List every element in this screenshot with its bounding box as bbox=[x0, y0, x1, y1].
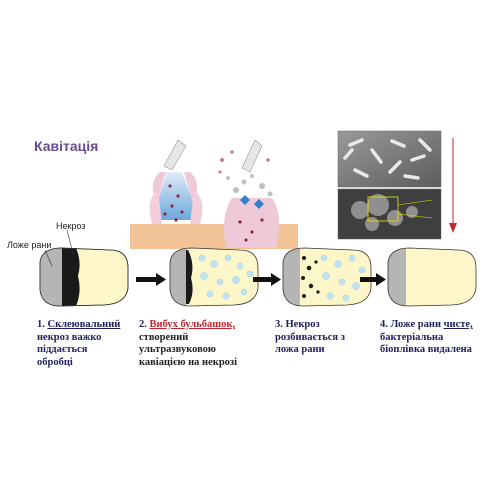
down-arrow bbox=[449, 138, 457, 233]
wound-stage-1 bbox=[39, 247, 129, 307]
necrosis-label: Некроз bbox=[56, 221, 86, 231]
step-arrow bbox=[253, 273, 281, 286]
sem-micrograph-biofilm bbox=[337, 188, 442, 240]
wound-stage-4 bbox=[387, 247, 477, 307]
step-4-caption: 4. Ложе рани чисте, бактеріальна біоплів… bbox=[380, 319, 473, 355]
ultrasound-probe-illustration bbox=[130, 139, 298, 249]
wound-stage-2 bbox=[169, 247, 259, 307]
sem-micrograph-bacteria bbox=[337, 130, 442, 188]
step-arrow bbox=[360, 273, 386, 286]
step-1-caption: 1. Склеювальний некроз важко піддається … bbox=[37, 319, 121, 368]
wound-stage-3 bbox=[282, 247, 372, 307]
step-2-caption: 2. Вибух бульбашок, створений ультразвук… bbox=[139, 319, 238, 368]
step-3-caption: 3. Некроз розбивається з ложа рани bbox=[275, 319, 345, 355]
step-arrow bbox=[136, 273, 166, 286]
slide-title: Кавітація bbox=[34, 138, 99, 154]
wound-bed-label: Ложе рани bbox=[7, 240, 52, 250]
